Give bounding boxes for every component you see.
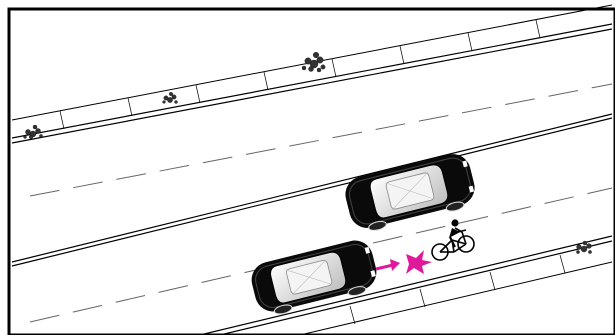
shrub-icon — [576, 240, 592, 254]
lower-lane-dashes — [29, 187, 613, 323]
bicycle-rider-icon — [431, 219, 475, 261]
motion-arrow-icon — [375, 259, 400, 271]
car-icon — [345, 154, 475, 231]
shrub-icon — [301, 51, 326, 73]
shrub-icon — [162, 91, 178, 104]
car-icon — [251, 240, 377, 315]
center-line — [11, 113, 613, 267]
shrub-icon — [23, 124, 43, 139]
impact-burst-icon — [406, 250, 432, 274]
upper-lane-dashes — [29, 83, 613, 197]
lower-sidewalk — [199, 235, 613, 335]
